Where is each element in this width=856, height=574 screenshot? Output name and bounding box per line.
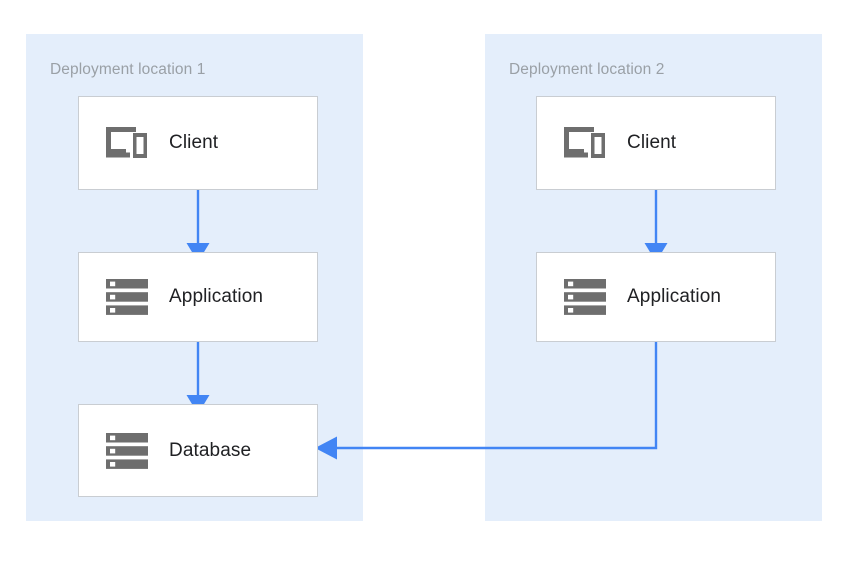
node-client-1-label: Client <box>169 132 219 153</box>
server-icon <box>101 429 153 473</box>
node-database-1[interactable]: Database <box>78 404 318 497</box>
deployment-zone-1-label: Deployment location 1 <box>50 61 206 78</box>
server-icon <box>101 275 153 319</box>
devices-icon <box>559 121 611 165</box>
deployment-zone-2-label: Deployment location 2 <box>509 61 665 78</box>
node-application-2[interactable]: Application <box>536 252 776 342</box>
node-client-1[interactable]: Client <box>78 96 318 190</box>
node-database-1-label: Database <box>169 439 252 461</box>
node-application-1[interactable]: Application <box>78 252 318 342</box>
node-client-2-label: Client <box>627 132 677 153</box>
server-icon <box>559 275 611 319</box>
node-application-2-label: Application <box>627 286 722 307</box>
node-application-1-label: Application <box>169 286 264 307</box>
node-client-2[interactable]: Client <box>536 96 776 190</box>
devices-icon <box>101 121 153 165</box>
